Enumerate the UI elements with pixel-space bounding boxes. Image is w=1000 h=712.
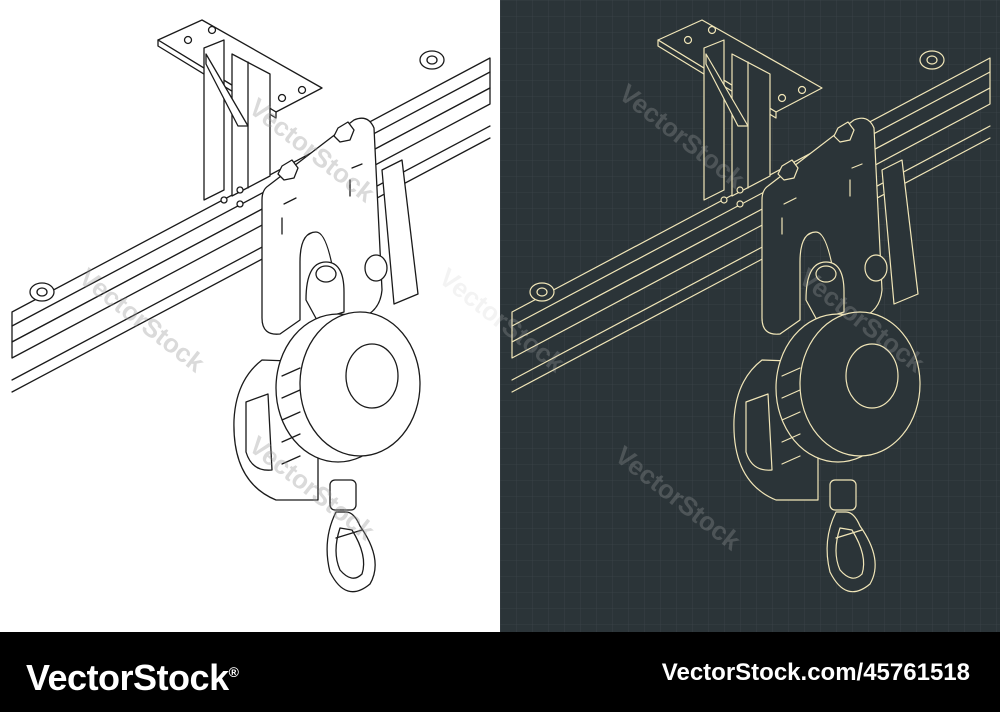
registered-mark: ® — [228, 664, 239, 680]
eye-bolt-right — [919, 50, 945, 70]
retractable-block — [733, 311, 921, 501]
eye-bolt-left — [29, 282, 55, 302]
eye-bolt-left — [529, 282, 555, 302]
mounting-bracket — [157, 19, 323, 208]
eye-bolt-right — [419, 50, 445, 70]
footer-bar: VectorStock® VectorStock.com/45761518 — [0, 632, 1000, 712]
isometric-drawing-light — [11, 19, 491, 593]
trolley-plate — [261, 117, 419, 335]
snap-hook — [326, 479, 376, 593]
image-credit: VectorStock.com/45761518 — [661, 659, 970, 686]
brand-logo: VectorStock® — [26, 652, 239, 698]
brand-name: VectorStock — [26, 657, 229, 698]
drawing-panel-light — [0, 0, 500, 632]
connector-shackle — [305, 261, 345, 323]
retractable-block — [233, 311, 421, 501]
mounting-bracket — [657, 19, 823, 208]
connector-shackle — [805, 261, 845, 323]
snap-hook — [826, 479, 876, 593]
trolley-plate — [761, 117, 919, 335]
drawing-panel-dark — [500, 0, 1000, 632]
isometric-drawing-dark — [500, 0, 1000, 632]
